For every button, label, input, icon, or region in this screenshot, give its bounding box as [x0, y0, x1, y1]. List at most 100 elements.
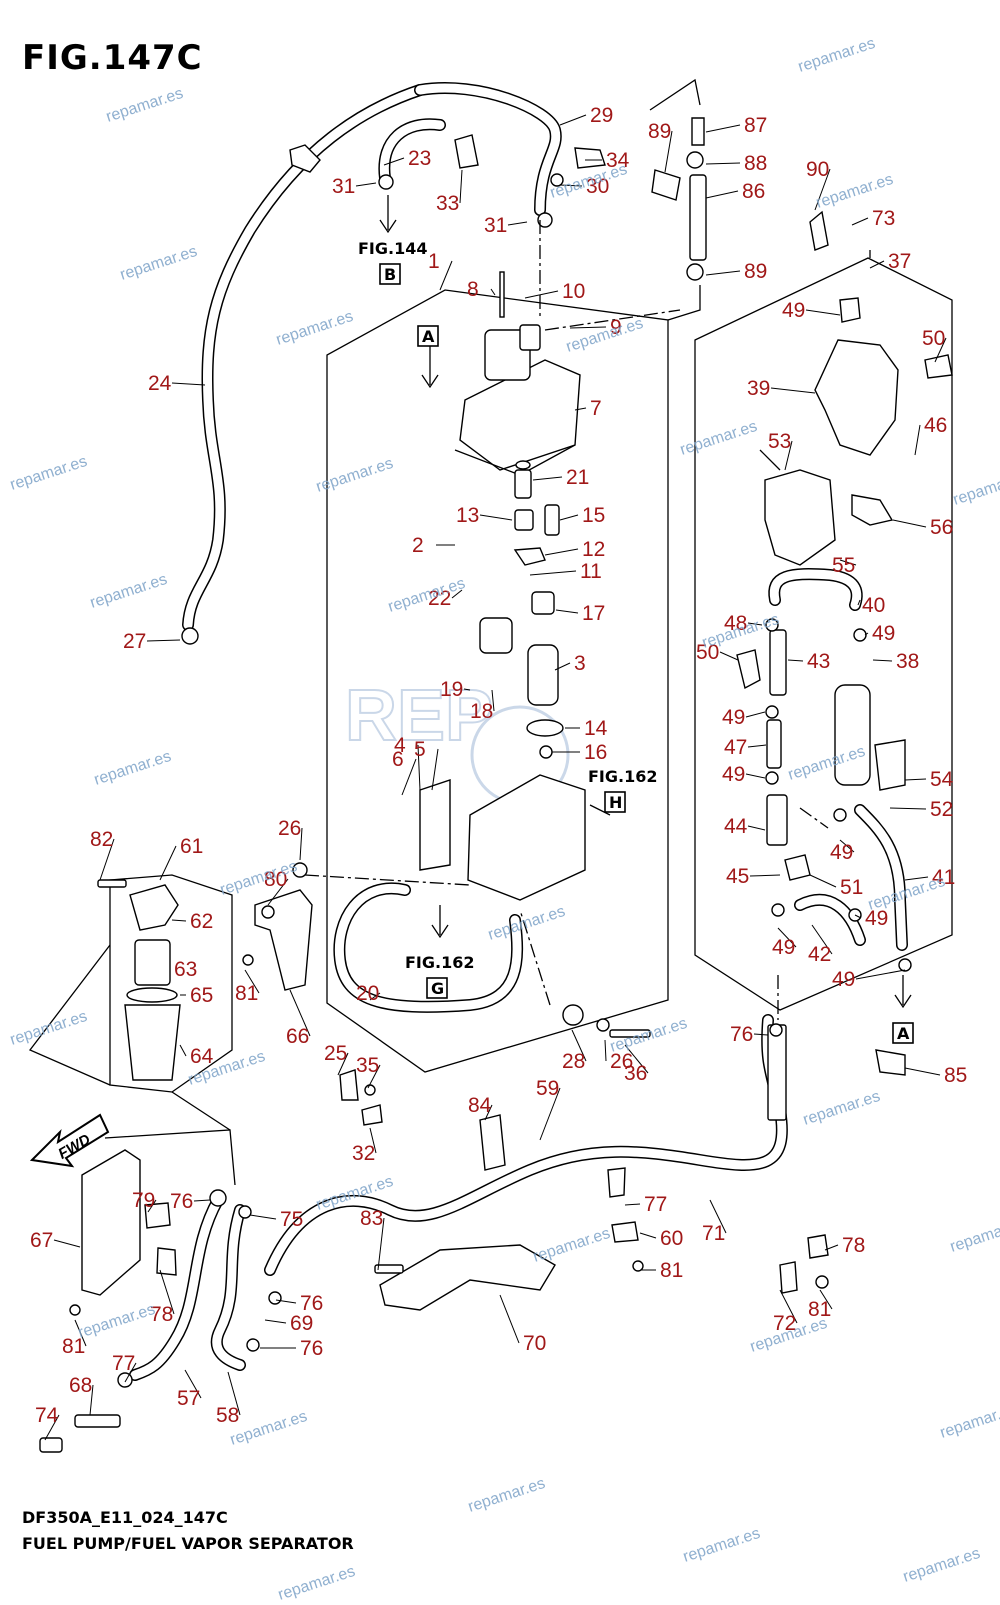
callout-number: 33: [436, 192, 459, 215]
callout-leader: [491, 689, 495, 712]
callout-number: 49: [865, 907, 888, 930]
callout-70: 70: [499, 1294, 546, 1355]
callout-leader: [146, 639, 181, 642]
callout-leader: [459, 169, 463, 204]
callout-leader: [264, 1319, 287, 1324]
ref-fig144: FIG.144 B: [358, 239, 428, 285]
callout-number: 32: [352, 1142, 375, 1165]
watermark-text: repamar.es: [801, 1088, 882, 1129]
callout-72: 72: [773, 1289, 798, 1335]
callout-number: 81: [62, 1335, 85, 1358]
callout-number: 31: [332, 175, 355, 198]
callout-46: 46: [914, 414, 947, 456]
bracket-40: [814, 339, 899, 456]
callout-64: 64: [179, 1044, 214, 1068]
o-ring-66: [126, 987, 178, 1003]
watermark-text: repamar.es: [8, 453, 89, 494]
callout-number: 49: [782, 299, 805, 322]
callout-53: 53: [768, 430, 793, 471]
callout-leader: [787, 659, 804, 662]
callout-number: 6: [392, 748, 404, 771]
callout-leader: [709, 1199, 727, 1234]
callout-number: 20: [356, 982, 379, 1005]
hose-24: [182, 84, 426, 631]
callout-leader: [267, 878, 289, 906]
callout-leader: [554, 662, 571, 671]
ref-fig144-label: FIG.144: [358, 239, 428, 258]
callout-leader: [784, 440, 793, 471]
filter-cup-65: [124, 1004, 181, 1081]
callout-number: 31: [484, 214, 507, 237]
callout-7: 7: [574, 397, 602, 420]
hose-20: [333, 882, 524, 1013]
callout-52: 52: [889, 798, 953, 821]
callout-75: 75: [249, 1208, 303, 1231]
callout-number: 43: [807, 650, 830, 673]
callout-15: 15: [559, 504, 605, 527]
figure-code: DF350A_E11_024_147C: [22, 1508, 228, 1527]
callout-leader: [811, 924, 833, 955]
callout-number: 68: [69, 1374, 92, 1397]
callout-89: 89: [705, 260, 767, 283]
bracket-54: [764, 469, 836, 566]
callout-leader: [401, 758, 417, 796]
callout-39: 39: [747, 377, 816, 400]
callout-2: 2: [412, 534, 455, 557]
tube-48: [766, 719, 782, 769]
callout-43: 43: [787, 650, 830, 673]
callout-leader: [147, 1199, 157, 1213]
watermark-text: repamar.es: [466, 1475, 547, 1516]
callout-number: 7: [590, 397, 602, 420]
callout-60: 60: [639, 1227, 683, 1250]
callout-number: 62: [190, 910, 213, 933]
callout-number: 30: [586, 175, 609, 198]
callout-number: 49: [830, 841, 853, 864]
watermark-text: repamar.es: [276, 1563, 357, 1600]
watermark-text: repamar.es: [531, 1225, 612, 1266]
callout-number: 81: [235, 982, 258, 1005]
callout-number: 49: [832, 968, 855, 991]
callout-leader: [383, 157, 405, 166]
callout-50: 50: [696, 641, 739, 664]
tube-87: [689, 174, 707, 261]
part-12: [513, 547, 546, 566]
callout-number: 49: [722, 763, 745, 786]
callout-leader: [664, 130, 673, 173]
callout-17: 17: [555, 602, 605, 625]
callout-leader: [451, 589, 463, 599]
callout-leader: [777, 927, 797, 948]
callout-9: 9: [569, 316, 622, 339]
fwd-arrow: FWD: [29, 1113, 110, 1168]
callout-51: 51: [809, 874, 863, 899]
callout-number: 82: [90, 828, 113, 851]
callout-76: 76: [260, 1337, 323, 1360]
hose-58: [129, 1194, 224, 1381]
callout-number: 54: [930, 768, 954, 791]
flow-arrows: [379, 195, 912, 1009]
watermark-text: repamar.es: [118, 243, 199, 284]
callout-leader: [749, 874, 781, 877]
callout-number: 41: [932, 866, 955, 889]
ref-mark-a2: A: [892, 1022, 914, 1044]
callout-16: 16: [552, 741, 607, 764]
callout-leader: [705, 124, 741, 133]
callout-25: 25: [324, 1042, 349, 1076]
callout-number: 66: [286, 1025, 309, 1048]
callout-leader: [934, 337, 947, 363]
callout-number: 40: [862, 594, 885, 617]
linking-lines: [304, 78, 871, 1020]
callout-leader: [904, 1067, 941, 1076]
callout-28: 28: [562, 1029, 587, 1073]
callout-86: 86: [705, 180, 765, 203]
callout-leader: [639, 1232, 657, 1239]
callout-number: 5: [414, 738, 426, 761]
callout-45: 45: [726, 865, 781, 888]
callout-71: 71: [702, 1199, 727, 1245]
callout-76: 76: [730, 1023, 769, 1046]
callout-number: 73: [872, 207, 895, 230]
callout-leader: [53, 1239, 81, 1248]
callout-leader: [705, 162, 741, 165]
callout-leader: [337, 1052, 349, 1076]
callout-leader: [819, 1289, 833, 1310]
callout-leader: [857, 599, 861, 606]
